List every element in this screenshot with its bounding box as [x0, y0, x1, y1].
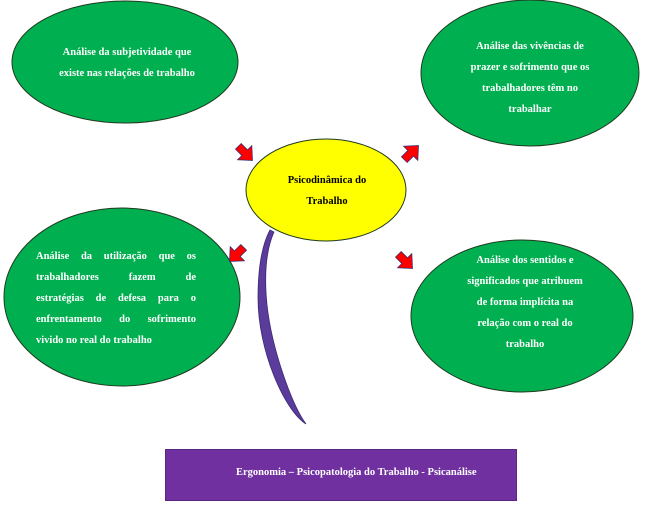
node-bottom-right-line: relação com o real do — [477, 318, 573, 329]
arrow-bottom-left — [229, 243, 248, 262]
node-top-right-line: trabalhadores têm no — [481, 83, 579, 94]
curved-connector-shape — [257, 229, 307, 425]
center-node-ellipse — [245, 138, 407, 242]
arrow-top-left — [234, 142, 253, 161]
node-bottom-left-line: estratégias de defesa para o — [36, 293, 196, 304]
base-disciplines-banner: Ergonomia – Psicopatologia do Trabalho -… — [165, 449, 517, 501]
node-top-right-line: Análise das vivências de — [476, 41, 584, 52]
node-bottom-left-ellipse — [3, 207, 241, 387]
arrow-bottom-right — [394, 250, 413, 269]
node-top-left-label: Análise da subjetividade que existe nas … — [36, 42, 218, 84]
node-bottom-left-line: vivido no real do trabalho — [36, 335, 152, 346]
node-bottom-left-label: Análise da utilização que os trabalhador… — [36, 246, 196, 351]
center-node-line: Trabalho — [306, 196, 348, 207]
node-top-left-line: Análise da subjetividade que — [62, 47, 192, 58]
arrow-top-right — [400, 145, 419, 164]
node-top-right-label: Análise das vivências de prazer e sofrim… — [430, 36, 630, 120]
base-disciplines-label: Ergonomia – Psicopatologia do Trabalho -… — [236, 467, 477, 478]
node-bottom-right-line: Análise dos sentidos e — [476, 255, 574, 266]
node-bottom-left-line: enfrentamento do sofrimento — [36, 314, 196, 325]
node-top-right-line: trabalhar — [508, 104, 552, 115]
node-bottom-left-line: Análise da utilização que os — [36, 251, 196, 262]
node-top-right-ellipse — [420, 0, 640, 147]
node-bottom-right-line: significados que atribuem — [467, 276, 583, 287]
center-node-label: Psicodinâmica do Trabalho — [262, 170, 392, 212]
node-bottom-right-line: de forma implícita na — [476, 297, 574, 308]
node-bottom-right-line: trabalho — [505, 339, 545, 350]
node-top-right-line: prazer e sofrimento que os — [470, 62, 590, 73]
node-bottom-left-line: trabalhadores fazem de — [36, 272, 196, 283]
node-top-left-line: existe nas relações de trabalho — [59, 68, 195, 79]
node-top-left-ellipse — [11, 0, 239, 124]
node-bottom-right-ellipse — [410, 239, 634, 393]
node-bottom-right-label: Análise dos sentidos e significados que … — [430, 250, 620, 355]
center-node-line: Psicodinâmica do — [287, 175, 367, 186]
